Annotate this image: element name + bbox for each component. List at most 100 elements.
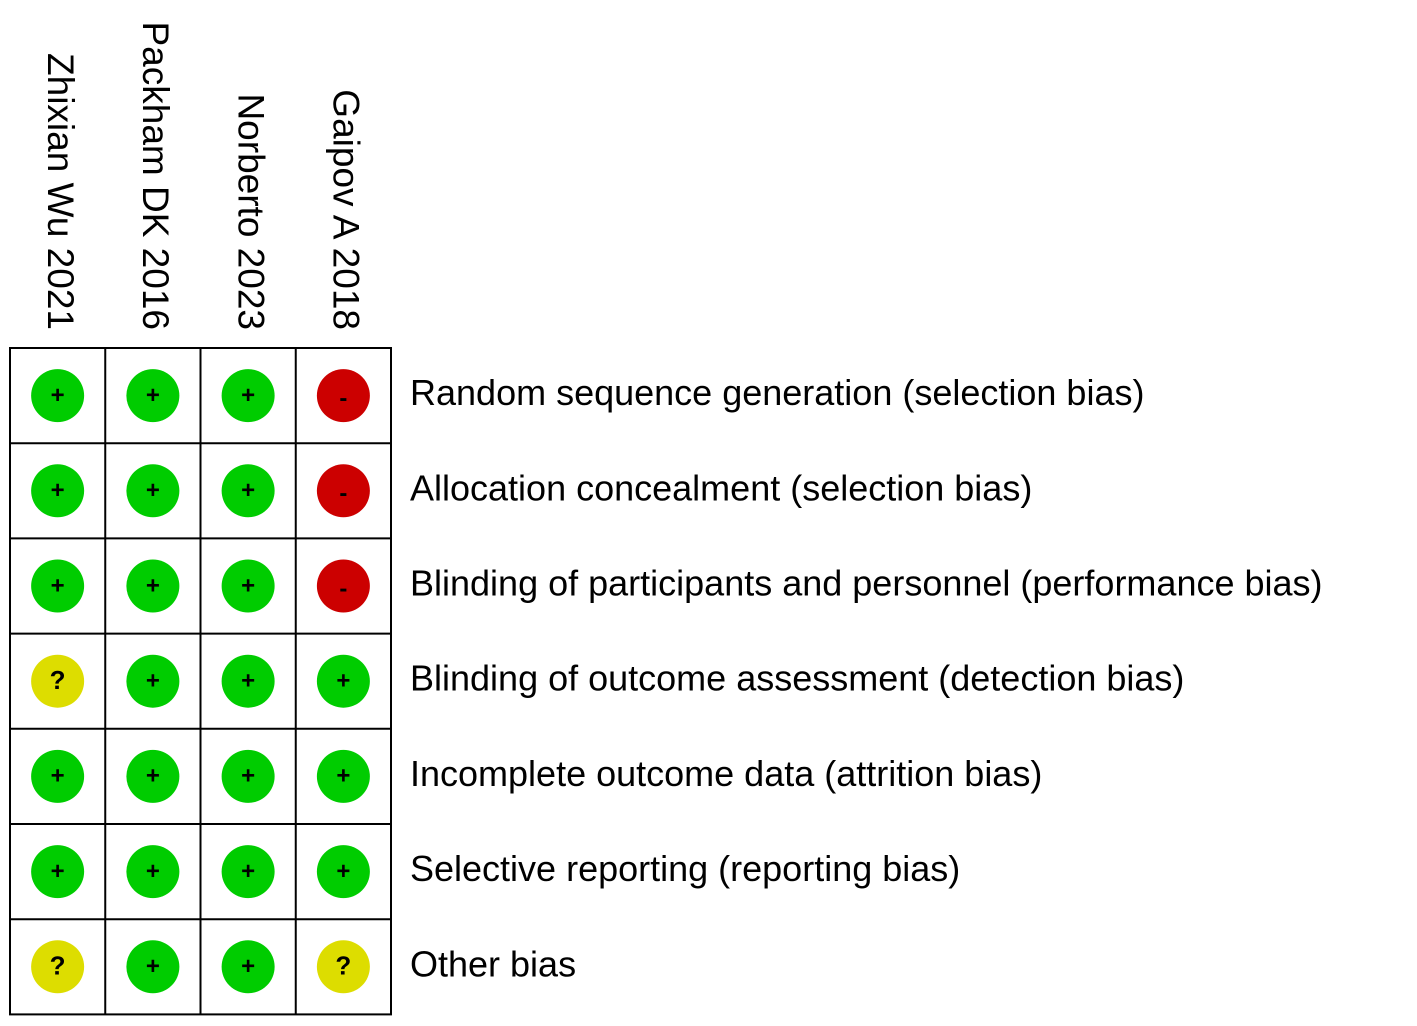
judgement-low-packham-dk-2016-row-4: + <box>126 654 180 708</box>
judgement-low-norberto-2023-row-3: + <box>221 559 275 613</box>
judgement-circle-low <box>316 654 370 708</box>
study-label-zhixian-wu-2021: Zhixian Wu 2021 <box>40 53 81 330</box>
judgement-symbol-unclear: ? <box>50 951 66 981</box>
judgement-symbol-low: + <box>241 477 255 504</box>
judgement-symbol-low: + <box>146 858 160 885</box>
domain-label-selective-reporting-reporting-bias: Selective reporting (reporting bias) <box>410 848 960 889</box>
judgement-cells: + + + - + + + - + + + -? + + + + + + + + + + +? + +? <box>31 369 370 994</box>
judgement-symbol-low: + <box>146 382 160 409</box>
judgement-low-zhixian-wu-2021-row-2: + <box>31 464 85 518</box>
judgement-symbol-low: + <box>336 668 350 695</box>
judgement-symbol-low: + <box>146 572 160 599</box>
domain-label-blinding-of-participants-and-personnel-performance-bias: Blinding of participants and personnel (… <box>410 563 1323 604</box>
judgement-low-packham-dk-2016-row-1: + <box>126 369 180 423</box>
judgement-symbol-low: + <box>336 858 350 885</box>
domain-label-blinding-of-outcome-assessment-detection-bias: Blinding of outcome assessment (detectio… <box>410 658 1184 699</box>
judgement-symbol-unclear: ? <box>335 951 351 981</box>
judgement-circle-low <box>31 845 85 899</box>
judgement-circle-low <box>31 559 85 613</box>
study-label-norberto-2023: Norberto 2023 <box>230 93 271 330</box>
judgement-low-norberto-2023-row-7: + <box>221 940 275 994</box>
judgement-circle-low <box>31 749 85 803</box>
judgement-high-gaipov-a-2018-row-2: - <box>316 464 370 518</box>
judgement-low-norberto-2023-row-1: + <box>221 369 275 423</box>
judgement-unclear-zhixian-wu-2021-row-7: ? <box>31 940 85 994</box>
judgement-low-zhixian-wu-2021-row-1: + <box>31 369 85 423</box>
judgement-circle-low <box>221 369 275 423</box>
domain-label-incomplete-outcome-data-attrition-bias: Incomplete outcome data (attrition bias) <box>410 753 1042 794</box>
judgement-low-norberto-2023-row-6: + <box>221 845 275 899</box>
judgement-symbol-low: + <box>336 763 350 790</box>
judgement-symbol-low: + <box>241 858 255 885</box>
judgement-circle-low <box>316 845 370 899</box>
judgement-symbol-low: + <box>51 477 65 504</box>
judgement-symbol-low: + <box>241 572 255 599</box>
judgement-circle-low <box>126 654 180 708</box>
study-label-gaipov-a-2018: Gaipov A 2018 <box>326 89 367 330</box>
study-labels: Zhixian Wu 2021 Packham DK 2016 Norberto 2… <box>40 21 367 330</box>
judgement-circle-low <box>221 845 275 899</box>
domain-label-random-sequence-generation-selection-bias: Random sequence generation (selection bi… <box>410 372 1144 413</box>
study-label-packham-dk-2016: Packham DK 2016 <box>135 21 176 330</box>
judgement-symbol-unclear: ? <box>50 665 66 695</box>
domain-label-allocation-concealment-selection-bias: Allocation concealment (selection bias) <box>410 467 1032 508</box>
judgement-circle-low <box>126 749 180 803</box>
judgement-symbol-low: + <box>51 572 65 599</box>
judgement-symbol-low: + <box>241 668 255 695</box>
judgement-low-packham-dk-2016-row-5: + <box>126 749 180 803</box>
judgement-low-norberto-2023-row-5: + <box>221 749 275 803</box>
judgement-circle-low <box>126 940 180 994</box>
judgement-circle-low <box>126 464 180 518</box>
judgement-symbol-high: - <box>339 575 347 602</box>
judgement-low-gaipov-a-2018-row-4: + <box>316 654 370 708</box>
judgement-symbol-low: + <box>241 953 255 980</box>
judgement-low-zhixian-wu-2021-row-6: + <box>31 845 85 899</box>
judgement-low-packham-dk-2016-row-3: + <box>126 559 180 613</box>
judgement-circle-unclear <box>316 940 370 994</box>
judgement-circle-low <box>31 369 85 423</box>
judgement-symbol-low: + <box>146 668 160 695</box>
judgement-high-gaipov-a-2018-row-3: - <box>316 559 370 613</box>
domain-labels: Random sequence generation (selection bi… <box>410 372 1323 984</box>
domain-label-other-bias: Other bias <box>410 943 576 984</box>
judgement-low-gaipov-a-2018-row-5: + <box>316 749 370 803</box>
judgement-high-gaipov-a-2018-row-1: - <box>316 369 370 423</box>
judgement-symbol-low: + <box>51 382 65 409</box>
judgement-circle-low <box>126 845 180 899</box>
judgement-circle-high <box>316 559 370 613</box>
judgement-circle-low <box>221 559 275 613</box>
judgement-low-norberto-2023-row-4: + <box>221 654 275 708</box>
judgement-symbol-low: + <box>241 763 255 790</box>
judgement-grid <box>9 347 392 1016</box>
judgement-unclear-zhixian-wu-2021-row-4: ? <box>31 654 85 708</box>
judgement-symbol-low: + <box>146 477 160 504</box>
judgement-low-gaipov-a-2018-row-6: + <box>316 845 370 899</box>
judgement-low-packham-dk-2016-row-7: + <box>126 940 180 994</box>
judgement-circle-low <box>316 749 370 803</box>
judgement-low-packham-dk-2016-row-2: + <box>126 464 180 518</box>
judgement-circle-low <box>221 940 275 994</box>
judgement-low-zhixian-wu-2021-row-5: + <box>31 749 85 803</box>
judgement-circle-low <box>126 559 180 613</box>
judgement-symbol-low: + <box>51 858 65 885</box>
judgement-circle-low <box>31 464 85 518</box>
judgement-symbol-high: - <box>339 385 347 412</box>
judgement-circle-high <box>316 369 370 423</box>
judgement-circle-unclear <box>31 654 85 708</box>
judgement-circle-low <box>221 464 275 518</box>
judgement-circle-low <box>221 749 275 803</box>
judgement-low-packham-dk-2016-row-6: + <box>126 845 180 899</box>
judgement-symbol-low: + <box>241 382 255 409</box>
judgement-symbol-high: - <box>339 480 347 507</box>
judgement-circle-low <box>126 369 180 423</box>
judgement-unclear-gaipov-a-2018-row-7: ? <box>316 940 370 994</box>
judgement-circle-unclear <box>31 940 85 994</box>
judgement-low-norberto-2023-row-2: + <box>221 464 275 518</box>
judgement-symbol-low: + <box>146 953 160 980</box>
judgement-circle-high <box>316 464 370 518</box>
judgement-symbol-low: + <box>146 763 160 790</box>
judgement-circle-low <box>221 654 275 708</box>
judgement-low-zhixian-wu-2021-row-3: + <box>31 559 85 613</box>
judgement-symbol-low: + <box>51 763 65 790</box>
